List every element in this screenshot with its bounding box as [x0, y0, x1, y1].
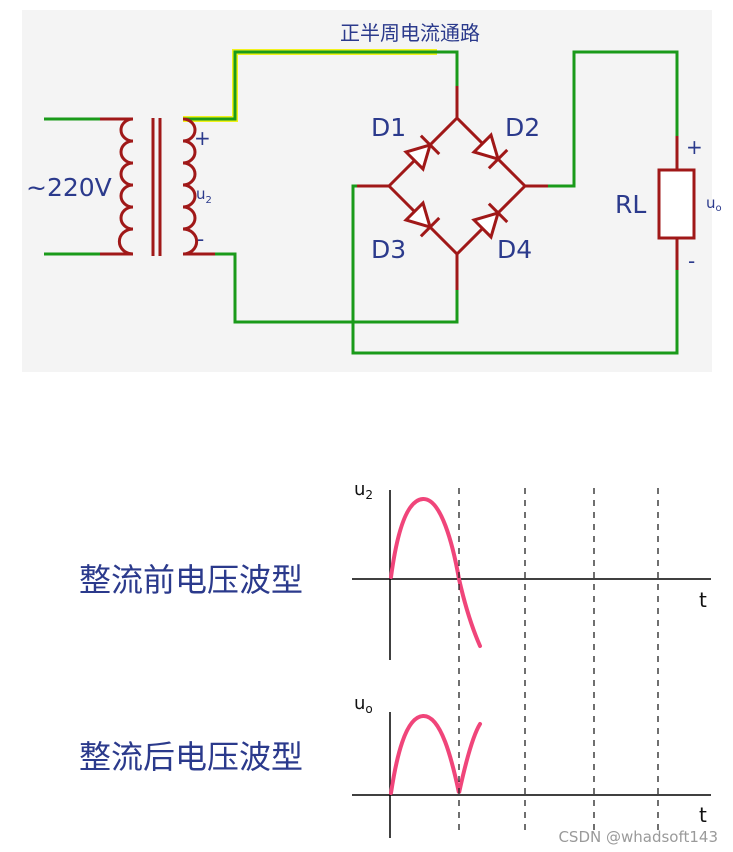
secondary-voltage-label: u2: [196, 185, 212, 206]
output-voltage-label: uo: [706, 194, 722, 214]
diode-d2-symbol: [471, 132, 509, 170]
diode-d3-label: D3: [371, 235, 406, 264]
diode-symbols: [403, 132, 509, 240]
top-wire: [183, 50, 459, 121]
wires: [44, 50, 679, 355]
waveform-after-curve: [389, 713, 482, 795]
watermark: CSDN @whadsoft143: [558, 828, 718, 846]
waveform-after-caption: 整流后电压波型: [79, 738, 303, 776]
diode-d4-label: D4: [497, 235, 532, 264]
return-wire: [351, 184, 679, 355]
source-voltage-label: ~220V: [26, 173, 112, 202]
load-minus-label: -: [688, 249, 695, 273]
diode-d3-symbol: [403, 200, 441, 238]
diode-d4-symbol: [471, 202, 509, 240]
secondary-minus-label: -: [197, 227, 204, 251]
current-path-label: 正半周电流通路: [340, 21, 480, 45]
load-label: RL: [615, 190, 646, 219]
circuit-background: [22, 10, 712, 372]
period-markers: [458, 488, 659, 836]
waveform-before-y-label: u2: [354, 479, 373, 502]
waveform-after-y-label: uo: [354, 693, 373, 716]
diode-d1-symbol: [403, 134, 441, 172]
secondary-coil: [182, 117, 199, 256]
bottom-wire: [215, 252, 459, 324]
waveform-after-x-label: t: [699, 803, 707, 827]
load-plus-label: +: [686, 135, 703, 159]
load-resistor: [657, 136, 696, 270]
circuit: 正半周电流通路 ~220V + u2 - D1 D2 D3 D4 RL + uo…: [26, 21, 722, 355]
diode-d2-label: D2: [505, 113, 540, 142]
waveform-before-curve: [389, 496, 482, 648]
diode-d1-label: D1: [371, 113, 406, 142]
waveform-before-x-label: t: [699, 588, 707, 612]
primary-coil: [117, 117, 134, 256]
waveform-before: 整流前电压波型 u2 t: [79, 479, 711, 660]
waveform-before-caption: 整流前电压波型: [79, 561, 303, 599]
waveform-after: 整流后电压波型 uo t: [79, 693, 711, 838]
output-wire: [548, 50, 679, 188]
transformer: [100, 117, 215, 256]
secondary-plus-label: +: [194, 126, 211, 150]
